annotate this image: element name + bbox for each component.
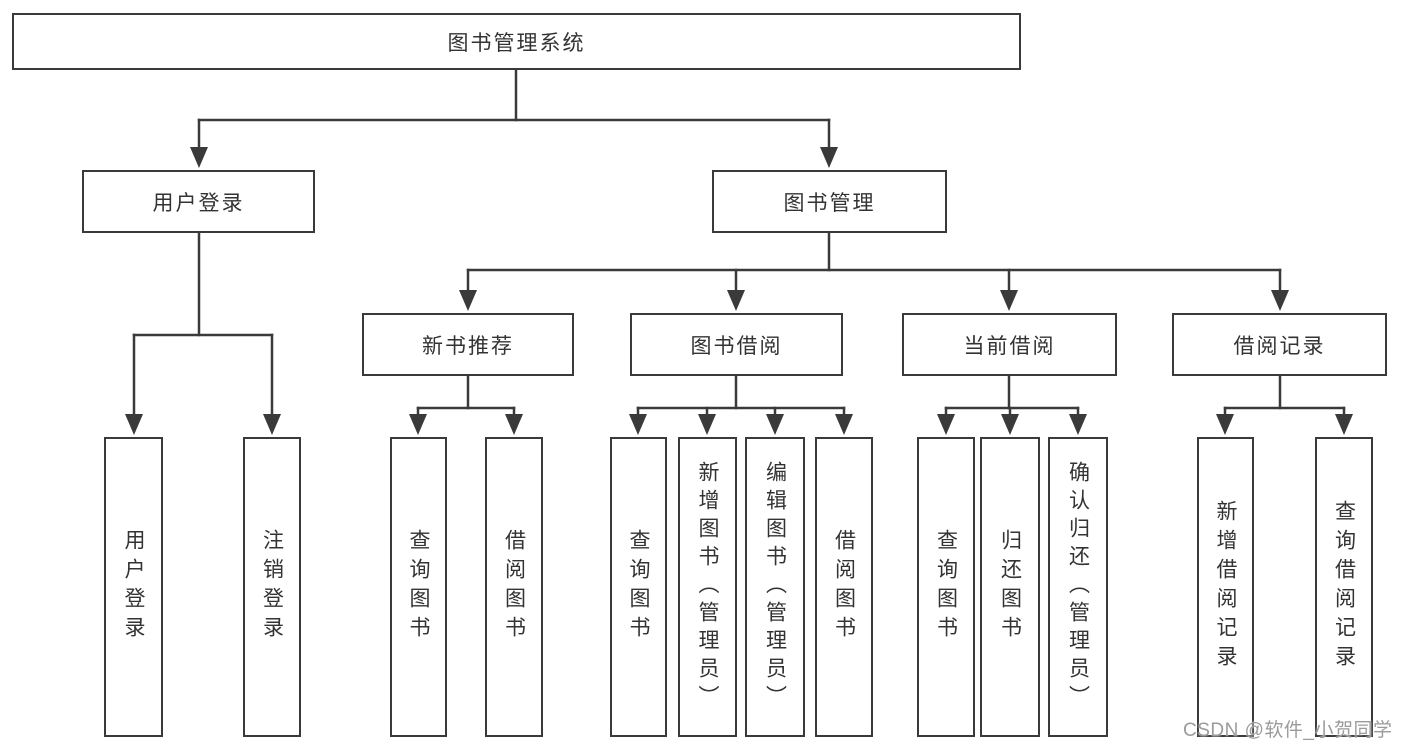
csdn-watermark: CSDN @软件_小贺同学 [1183,720,1393,741]
leaf-query-books-1: 查询图书 [390,437,447,737]
leaf-borrow-books-2: 借阅图书 [815,437,873,737]
node-library-management-system: 图书管理系统 [12,13,1021,70]
node-borrowing-records: 借阅记录 [1172,313,1387,376]
node-book-management: 图书管理 [712,170,947,233]
leaf-add-borrow-record: 新增借阅记录 [1197,437,1254,737]
leaf-add-book-admin: 新增图书（管理员） [678,437,737,737]
leaf-user-login: 用户登录 [104,437,163,737]
node-current-borrowing: 当前借阅 [902,313,1117,376]
leaf-query-borrow-record: 查询借阅记录 [1315,437,1373,737]
leaf-logout: 注销登录 [243,437,301,737]
leaf-query-books-2: 查询图书 [610,437,667,737]
node-new-book-recommend: 新书推荐 [362,313,574,376]
leaf-edit-book-admin: 编辑图书（管理员） [745,437,805,737]
node-book-borrowing: 图书借阅 [630,313,843,376]
node-user-login: 用户登录 [82,170,315,233]
leaf-confirm-return-admin: 确认归还（管理员） [1048,437,1108,737]
leaf-query-books-3: 查询图书 [917,437,975,737]
leaf-return-book: 归还图书 [980,437,1040,737]
leaf-borrow-books-1: 借阅图书 [485,437,543,737]
